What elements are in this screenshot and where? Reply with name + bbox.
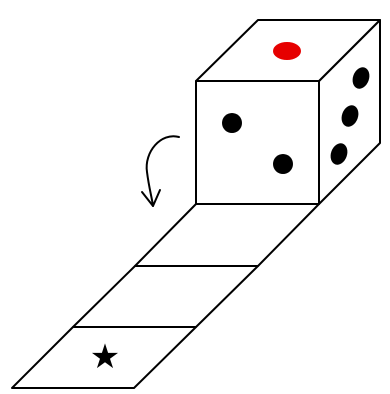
top-face-pip [273,42,301,60]
front-face-pip [222,113,242,133]
star-icon: ★ [90,337,120,377]
die-front-face [196,81,319,204]
track [12,204,319,388]
front-face-pip [273,154,293,174]
die-top-pips [273,42,301,60]
curved-arrow-icon [142,136,179,206]
track-square-1 [135,204,319,266]
curved-arrow-shaft [147,136,179,206]
track-square-2 [73,266,258,327]
